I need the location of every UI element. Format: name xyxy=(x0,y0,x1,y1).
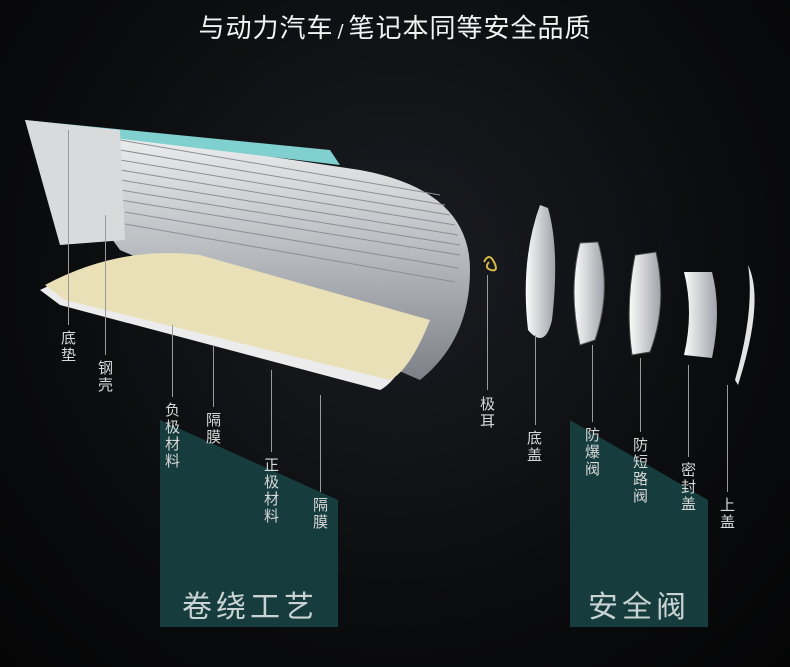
cell-roll xyxy=(25,120,470,390)
title-part1: 与动力汽车 xyxy=(198,14,334,44)
seal-cover xyxy=(684,272,717,358)
bottom-cap xyxy=(525,205,556,338)
explosion-valve xyxy=(573,241,605,346)
title-separator: / xyxy=(337,21,345,42)
tab-coil xyxy=(483,256,497,272)
label-cathode-material: 正极材料 xyxy=(262,457,280,525)
short-circuit-valve xyxy=(628,251,662,356)
label-steel-shell: 钢壳 xyxy=(96,360,114,394)
label-separator-2: 隔膜 xyxy=(311,497,329,531)
winding-process-title: 卷绕工艺 xyxy=(182,590,318,625)
label-bottom-cap: 底盖 xyxy=(525,430,543,464)
label-seal-cover: 密封盖 xyxy=(679,462,697,513)
label-anode-material: 负极材料 xyxy=(163,402,181,470)
label-tab: 极耳 xyxy=(478,396,496,430)
title-part2: 笔记本同等安全品质 xyxy=(348,14,592,44)
label-separator-1: 隔膜 xyxy=(204,412,222,446)
top-cover xyxy=(735,265,755,385)
label-bottom-pad: 底垫 xyxy=(59,330,77,364)
label-explosion-valve: 防爆阀 xyxy=(583,427,601,478)
label-short-circuit-valve: 防短路阀 xyxy=(631,437,649,505)
safety-valve-title: 安全阀 xyxy=(588,590,690,625)
page-title: 与动力汽车/笔记本同等安全品质 xyxy=(0,8,790,45)
label-top-cover: 上盖 xyxy=(718,497,736,531)
